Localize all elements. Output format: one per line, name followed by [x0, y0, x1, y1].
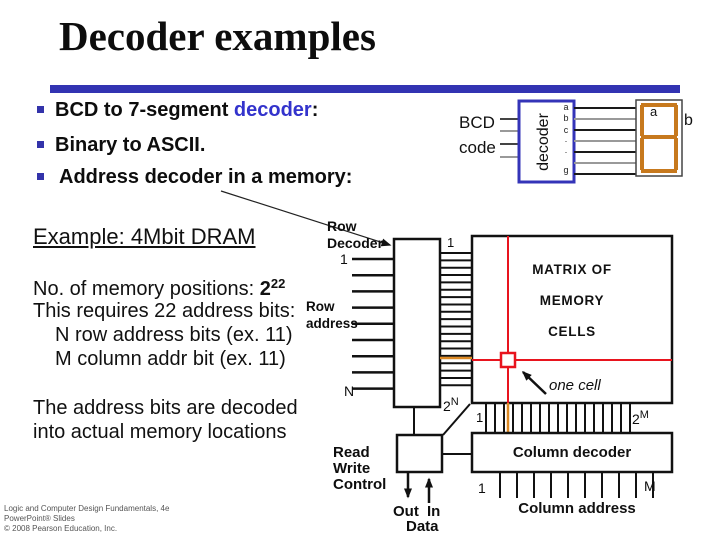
- column-decoder-label: Column decoder: [512, 444, 632, 461]
- matrix-label-line2: MEMORY: [539, 293, 605, 308]
- matrix-to-rw-diagonal: [442, 403, 471, 436]
- footer-line3: © 2008 Pearson Education, Inc.: [4, 524, 118, 533]
- display-segment: [640, 105, 644, 136]
- bcd-label-line1: BCD: [459, 113, 495, 132]
- column-address-first-label: 1: [478, 480, 486, 496]
- bullet-bcd-suffix: :: [311, 99, 319, 121]
- footer-line2: PowerPoint® Slides: [4, 514, 75, 523]
- bitline-count-exponent: M: [639, 409, 649, 421]
- column-address-label: Column address: [518, 500, 636, 517]
- data-label: Data: [406, 518, 439, 535]
- example-heading: Example: 4Mbit DRAM: [33, 224, 256, 249]
- annotation-pointer-line: [220, 190, 392, 247]
- positions-base: 2: [259, 278, 271, 300]
- page-title: Decoder examples: [59, 13, 376, 59]
- in-label: In: [427, 503, 441, 520]
- segment-output-label-g: g: [563, 165, 569, 175]
- bullet-square-icon: [37, 106, 44, 113]
- bullet-bcd: BCD to 7-segment decoder:: [55, 99, 318, 122]
- bullet-square-icon: [37, 141, 44, 148]
- wordline-count-exponent: N: [450, 396, 459, 408]
- segment-output-ellipsis: ·: [564, 136, 568, 146]
- display-segment: [641, 103, 677, 107]
- bitline-count-label: 2M: [632, 409, 649, 427]
- footer-line1: Logic and Computer Design Fundamentals, …: [4, 504, 170, 513]
- segment-output-label-b: b: [563, 113, 569, 123]
- example-body: No. of memory positions: 222 This requir…: [33, 276, 363, 456]
- row-first-label: 1: [340, 251, 348, 267]
- display-segment: [640, 138, 644, 170]
- segment-output-ellipsis: ·: [564, 147, 568, 157]
- positions-exponent: 22: [270, 276, 286, 291]
- bcd-decoder-box: [517, 99, 576, 184]
- positions-line: No. of memory positions: 222: [33, 276, 285, 301]
- requires-line: This requires 22 address bits:: [33, 300, 296, 322]
- bitlines: [485, 403, 631, 433]
- row-last-label: N: [344, 383, 355, 399]
- row-bits-line: N row address bits (ex. 11): [55, 324, 293, 346]
- wordline-first-label: 1: [447, 235, 455, 250]
- bcd-input-lines: [500, 118, 519, 158]
- column-address-last-label: M: [644, 478, 656, 494]
- wordline-count-label: 2N: [443, 396, 459, 414]
- column-decoder-box: [470, 431, 674, 474]
- bcd-label-line2: code: [459, 138, 496, 157]
- bullet-ascii: Binary to ASCII.: [55, 134, 206, 156]
- segment-output-label-a: a: [563, 102, 569, 112]
- title-rule: [50, 85, 680, 93]
- matrix-box: [470, 234, 674, 405]
- row-address-label: Row address: [306, 299, 358, 331]
- footer-credits: Logic and Computer Design Fundamentals, …: [4, 504, 169, 534]
- bitline-first-label: 1: [476, 410, 484, 425]
- display-label-a: a: [650, 104, 658, 119]
- col-bits-line: M column addr bit (ex. 11): [55, 348, 286, 370]
- bcd-decoder-box-label: decoder: [535, 112, 553, 171]
- seven-segment-segments: [640, 103, 678, 173]
- column-address-lines: [499, 472, 654, 498]
- positions-prefix: No. of memory positions:: [33, 278, 260, 300]
- bcd-output-lines: [574, 107, 636, 175]
- display-segment: [674, 138, 678, 170]
- display-segment: [641, 135, 677, 139]
- display-segment: [641, 169, 677, 173]
- segment-output-label-c: c: [563, 125, 569, 135]
- display-label-b: b: [684, 112, 693, 129]
- bitline-count-base: 2: [632, 411, 640, 427]
- matrix-label-line1: MATRIX OF: [532, 262, 612, 277]
- row-decoder-label: Row Decoder: [327, 218, 384, 251]
- bullet-address-decoder: Address decoder in a memory:: [59, 166, 353, 188]
- row-address-lines: [352, 257, 394, 390]
- one-cell-square: [499, 351, 517, 369]
- row-decoder-box: [392, 237, 442, 409]
- bullet-square-icon: [37, 173, 44, 180]
- decoded-line2: into actual memory locations: [33, 421, 287, 443]
- rw-control-label: Read Write Control: [333, 444, 387, 493]
- bullet-bcd-prefix: BCD to 7-segment: [55, 99, 234, 121]
- one-cell-label: one cell: [549, 377, 601, 394]
- decoded-line1: The address bits are decoded: [33, 397, 298, 419]
- display-segment: [674, 105, 678, 136]
- matrix-label-line3: CELLS: [548, 324, 596, 339]
- bullet-bcd-highlight: decoder: [233, 99, 312, 121]
- wordline-count-base: 2: [443, 398, 451, 414]
- wordlines: [440, 252, 472, 387]
- rw-control-box: [395, 433, 444, 474]
- one-cell-arrow: [521, 370, 547, 395]
- out-label: Out: [393, 503, 419, 520]
